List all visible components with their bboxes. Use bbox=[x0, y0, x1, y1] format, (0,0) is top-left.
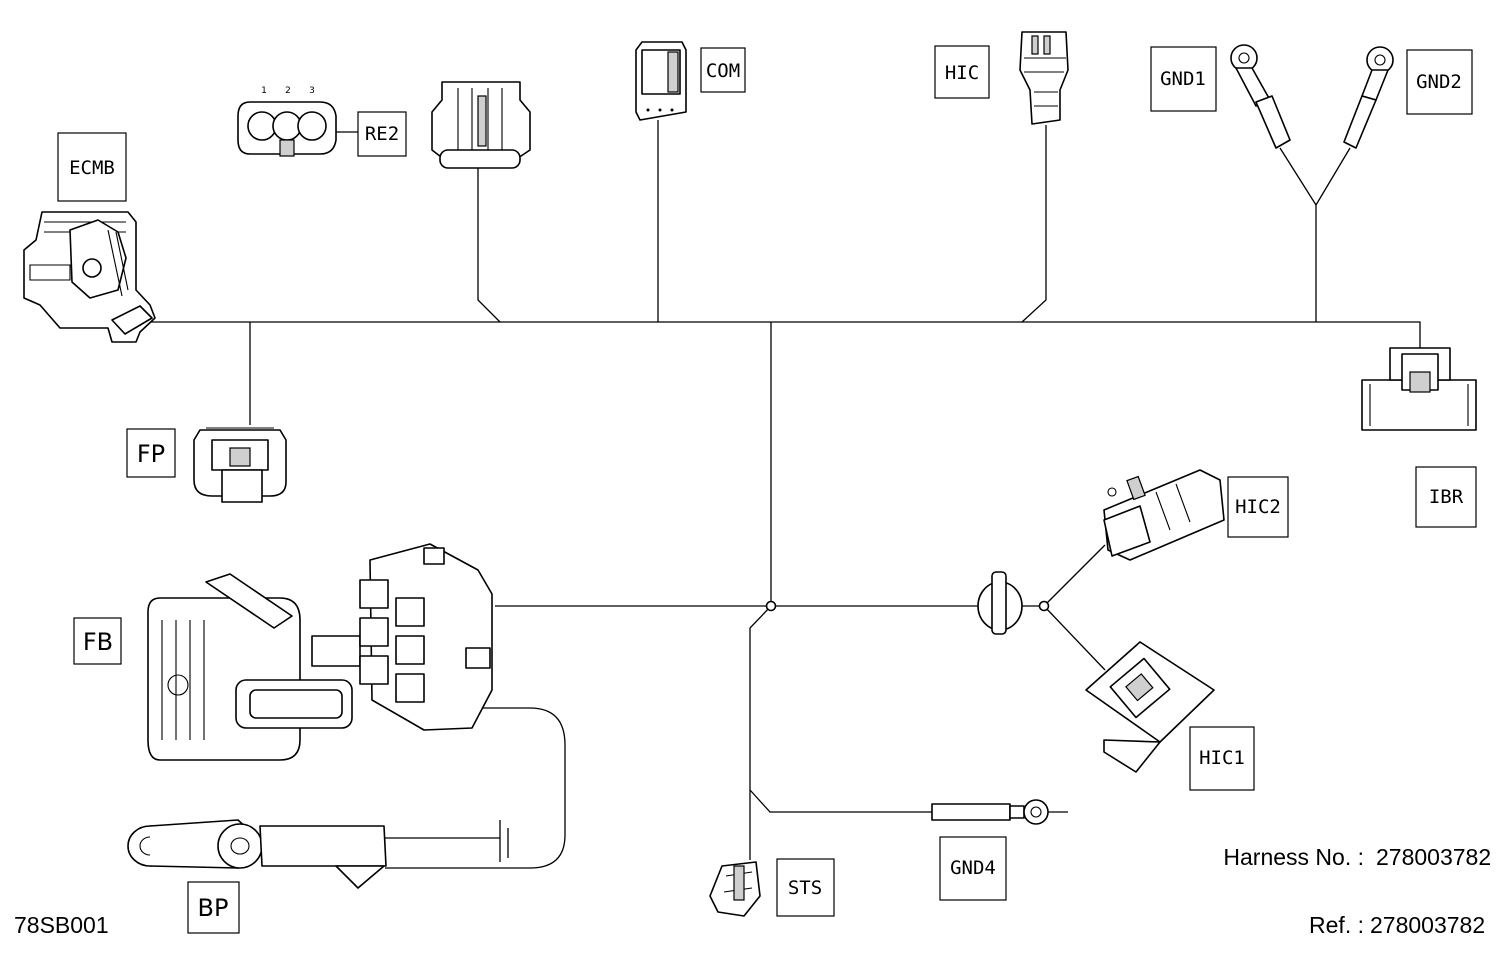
label-bp: BP bbox=[187, 881, 240, 934]
hic1-connector-icon bbox=[1085, 641, 1215, 773]
label-re2: RE2 bbox=[357, 111, 407, 157]
figure-code: 78SB001 bbox=[14, 912, 109, 938]
hic-connector-icon bbox=[1019, 31, 1069, 125]
re2-pin-2: 2 bbox=[285, 86, 291, 96]
label-com-text: COM bbox=[706, 60, 740, 82]
label-hic2: HIC2 bbox=[1227, 476, 1289, 538]
label-hic: HIC bbox=[934, 45, 990, 99]
ibr-connector-icon bbox=[1361, 347, 1477, 431]
label-com: COM bbox=[700, 47, 746, 93]
label-hic-text: HIC bbox=[945, 62, 979, 84]
label-re2-text: RE2 bbox=[365, 123, 399, 145]
sts-connector-icon bbox=[709, 861, 761, 917]
gnd4-ring-terminal-icon bbox=[931, 799, 1049, 825]
label-fp: FP bbox=[126, 428, 176, 478]
re2-pin-1: 1 bbox=[261, 86, 267, 96]
label-fb: FB bbox=[73, 617, 122, 665]
label-ecmb-text: ECMB bbox=[69, 157, 115, 179]
label-hic1-text: HIC1 bbox=[1199, 747, 1245, 769]
gnd2-ring-terminal-icon bbox=[1343, 46, 1394, 149]
gnd1-ring-terminal-icon bbox=[1230, 44, 1291, 149]
label-sts-text: STS bbox=[788, 877, 822, 899]
label-gnd2: GND2 bbox=[1406, 49, 1473, 115]
label-bp-text: BP bbox=[198, 894, 229, 922]
label-hic2-text: HIC2 bbox=[1235, 496, 1281, 518]
re2-connector-icon bbox=[431, 81, 531, 169]
harness-wires bbox=[140, 120, 1421, 869]
label-gnd2-text: GND2 bbox=[1416, 71, 1462, 93]
label-fb-text: FB bbox=[83, 628, 113, 656]
label-gnd1-text: GND1 bbox=[1160, 68, 1206, 90]
label-fp-text: FP bbox=[137, 440, 165, 468]
label-hic1: HIC1 bbox=[1189, 726, 1255, 791]
hic2-connector-icon bbox=[1103, 469, 1225, 561]
re2-front-view-icon bbox=[237, 101, 337, 157]
fp-connector-icon bbox=[193, 427, 287, 503]
label-ibr-text: IBR bbox=[1429, 486, 1464, 508]
harness-number: 278003782 bbox=[1376, 844, 1491, 870]
com-connector-icon bbox=[635, 41, 687, 121]
label-gnd4-text: GND4 bbox=[950, 857, 996, 879]
ecmb-connector-icon bbox=[23, 211, 156, 343]
label-gnd1: GND1 bbox=[1150, 46, 1217, 112]
fuse-box-icon bbox=[147, 543, 493, 761]
bp-ring-terminal-icon bbox=[127, 819, 387, 889]
label-ecmb: ECMB bbox=[57, 132, 127, 202]
label-sts: STS bbox=[776, 858, 835, 917]
harness-label: Harness No. : bbox=[1223, 844, 1364, 870]
wire-grommet-icon bbox=[977, 571, 1023, 635]
label-gnd4: GND4 bbox=[939, 836, 1007, 901]
ref-label: Ref. : bbox=[1309, 912, 1364, 938]
ref-number: 278003782 bbox=[1370, 912, 1485, 938]
re2-pin-3: 3 bbox=[309, 86, 315, 96]
label-ibr: IBR bbox=[1415, 466, 1477, 528]
